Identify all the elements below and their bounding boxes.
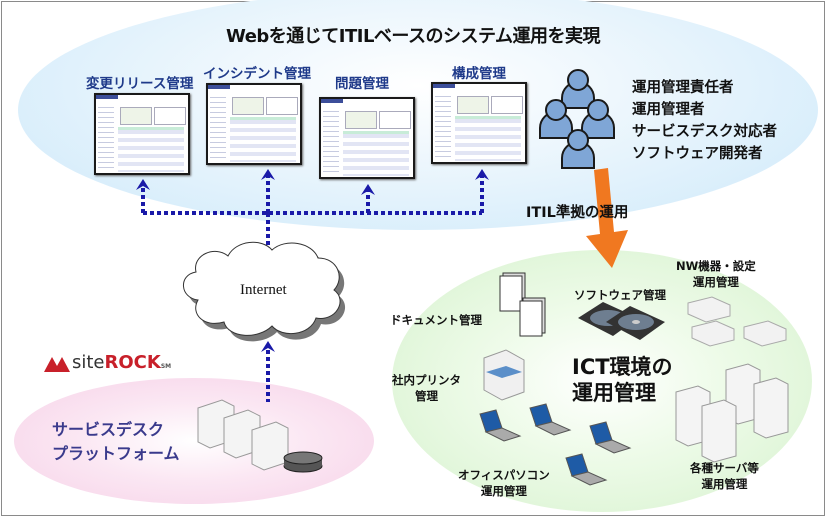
- label-document: ドキュメント管理: [390, 313, 482, 327]
- incident-screenshot: [206, 83, 302, 165]
- label-nw-devices: NW機器・設定 運用管理: [676, 258, 756, 290]
- role-item: ソフトウェア開発者: [632, 146, 763, 162]
- label-software: ソフトウェア管理: [574, 288, 666, 302]
- module-label-problem: 問題管理: [335, 76, 389, 92]
- role-item: サービスデスク対応者: [632, 124, 777, 140]
- arrowhead-internet: [261, 341, 275, 352]
- database-icon: [283, 451, 323, 473]
- arrowhead-configuration: [475, 169, 489, 180]
- service-desk-server-icon: [197, 399, 289, 471]
- network-device-icon: [687, 296, 787, 347]
- module-label-incident: インシデント管理: [203, 66, 311, 82]
- label-servers: 各種サーバ等 運用管理: [690, 460, 759, 492]
- problem-screenshot: [319, 97, 415, 179]
- siterock-logo: siteROCKSM: [72, 352, 171, 373]
- document-icon: [499, 272, 546, 337]
- siterock-logo-mark-icon: [44, 357, 70, 372]
- user-group-icon: [539, 69, 615, 169]
- ict-title: ICT環境の 運用管理: [572, 354, 673, 406]
- service-desk-line2: プラットフォーム: [52, 444, 180, 463]
- label-pc-line1: オフィスパソコン: [458, 468, 550, 482]
- internet-label: Internet: [240, 282, 287, 298]
- label-office-pc: オフィスパソコン 運用管理: [458, 467, 550, 499]
- arrowhead-incident: [261, 169, 275, 180]
- internet-cloud: [183, 241, 346, 342]
- label-nw-line2: 運用管理: [692, 275, 739, 289]
- label-server-line1: 各種サーバ等: [690, 461, 759, 475]
- logo-mark: SM: [160, 363, 172, 370]
- service-desk-zone: [14, 378, 374, 504]
- label-printer: 社内プリンタ 管理: [392, 372, 461, 404]
- itil-arrow-label: ITIL準拠の運用: [526, 205, 629, 221]
- itil-arrow: [586, 168, 628, 268]
- label-printer-line1: 社内プリンタ: [392, 373, 461, 387]
- label-printer-line2: 管理: [415, 389, 438, 403]
- service-desk-label: サービスデスク プラットフォーム: [52, 418, 180, 466]
- diagram-title: Webを通じてITILベースのシステム運用を実現: [225, 26, 601, 47]
- ict-title-line1: ICT環境の: [572, 355, 673, 379]
- module-label-change-release: 変更リリース管理: [86, 76, 194, 92]
- logo-prefix: site: [72, 352, 105, 373]
- label-pc-line2: 運用管理: [480, 484, 527, 498]
- server-rack-icon: [675, 363, 789, 463]
- software-cd-icon: [578, 302, 665, 340]
- printer-icon: [483, 349, 525, 401]
- logo-suffix: ROCK: [104, 352, 161, 373]
- label-nw-line1: NW機器・設定: [676, 259, 756, 273]
- roles-list: 運用管理責任者 運用管理者 サービスデスク対応者 ソフトウェア開発者: [632, 77, 777, 165]
- service-desk-line1: サービスデスク: [52, 420, 165, 439]
- module-label-configuration: 構成管理: [452, 66, 506, 82]
- ict-title-line2: 運用管理: [572, 381, 656, 405]
- role-item: 運用管理責任者: [632, 80, 734, 96]
- arrowhead-problem: [361, 184, 375, 195]
- laptop-icon: [479, 403, 632, 486]
- arrowhead-change-release: [136, 179, 150, 190]
- label-server-line2: 運用管理: [701, 477, 748, 491]
- role-item: 運用管理者: [632, 102, 705, 118]
- configuration-screenshot: [431, 82, 527, 164]
- change-release-screenshot: [94, 93, 190, 175]
